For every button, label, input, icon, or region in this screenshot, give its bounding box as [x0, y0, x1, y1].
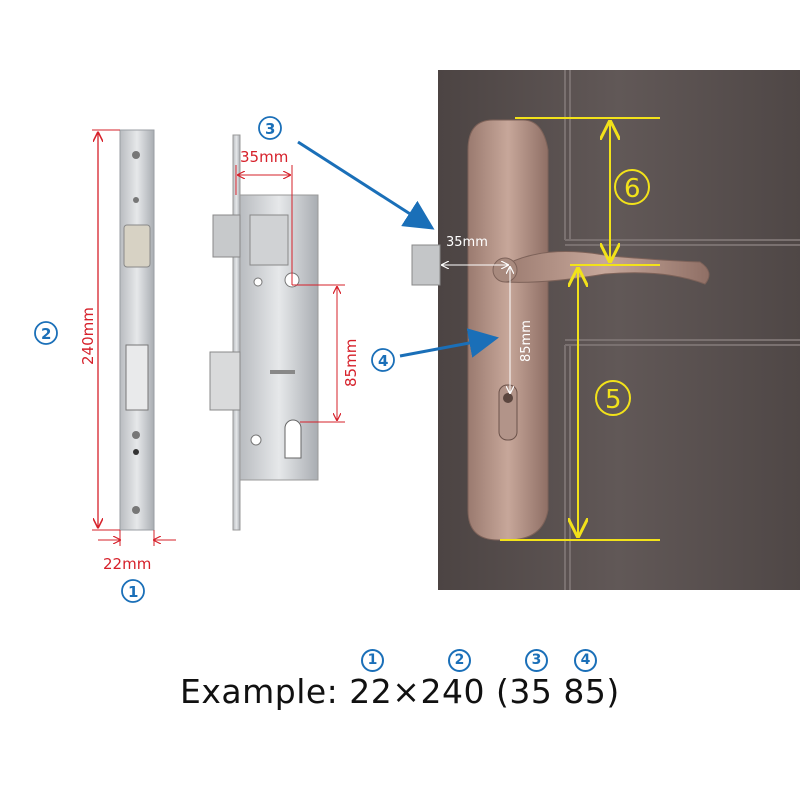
example-text: Example: 22×240 (35 85) — [180, 672, 620, 711]
example-marker-2: 2 — [448, 649, 471, 672]
svg-text:2: 2 — [41, 325, 51, 343]
door-yellow-dimensions — [500, 117, 660, 541]
svg-text:3: 3 — [265, 120, 275, 138]
center-dimension — [292, 284, 345, 423]
example-height: 240 — [420, 672, 485, 711]
door-white-dimensions — [442, 265, 510, 393]
door-photo — [411, 70, 800, 590]
backset-label: 35mm — [240, 148, 288, 166]
width-dimension — [98, 530, 176, 546]
backset-dimension — [235, 165, 293, 285]
marker-6: 6 — [624, 174, 641, 204]
example-marker-1: 1 — [361, 649, 384, 672]
example-center: 85 — [563, 672, 607, 711]
height-dimension — [92, 129, 120, 531]
example-close-paren: ) — [606, 672, 620, 711]
arrow-4 — [399, 328, 499, 358]
svg-text:4: 4 — [378, 352, 388, 370]
marker-2: 2 — [34, 321, 58, 345]
marker-1: 1 — [121, 579, 145, 603]
marker-3: 3 — [258, 116, 282, 140]
width-label: 22mm — [103, 555, 151, 573]
center-label: 85mm — [342, 339, 360, 387]
door-center-label: 85mm — [519, 320, 534, 362]
lock-body — [209, 134, 319, 531]
height-label: 240mm — [79, 307, 97, 365]
door-backset-label: 35mm — [446, 235, 488, 250]
marker-4: 4 — [371, 348, 395, 372]
example-open-paren: ( — [495, 672, 510, 711]
marker-5: 5 — [605, 385, 622, 415]
arrow-3 — [297, 140, 435, 230]
example-backset: 35 — [509, 672, 553, 711]
example-label: Example: — [180, 672, 339, 711]
example-marker-3: 3 — [525, 649, 548, 672]
example-width: 22 — [349, 672, 393, 711]
example-times: × — [392, 672, 421, 711]
faceplate — [119, 129, 155, 531]
svg-text:1: 1 — [128, 583, 138, 601]
example-marker-4: 4 — [574, 649, 597, 672]
